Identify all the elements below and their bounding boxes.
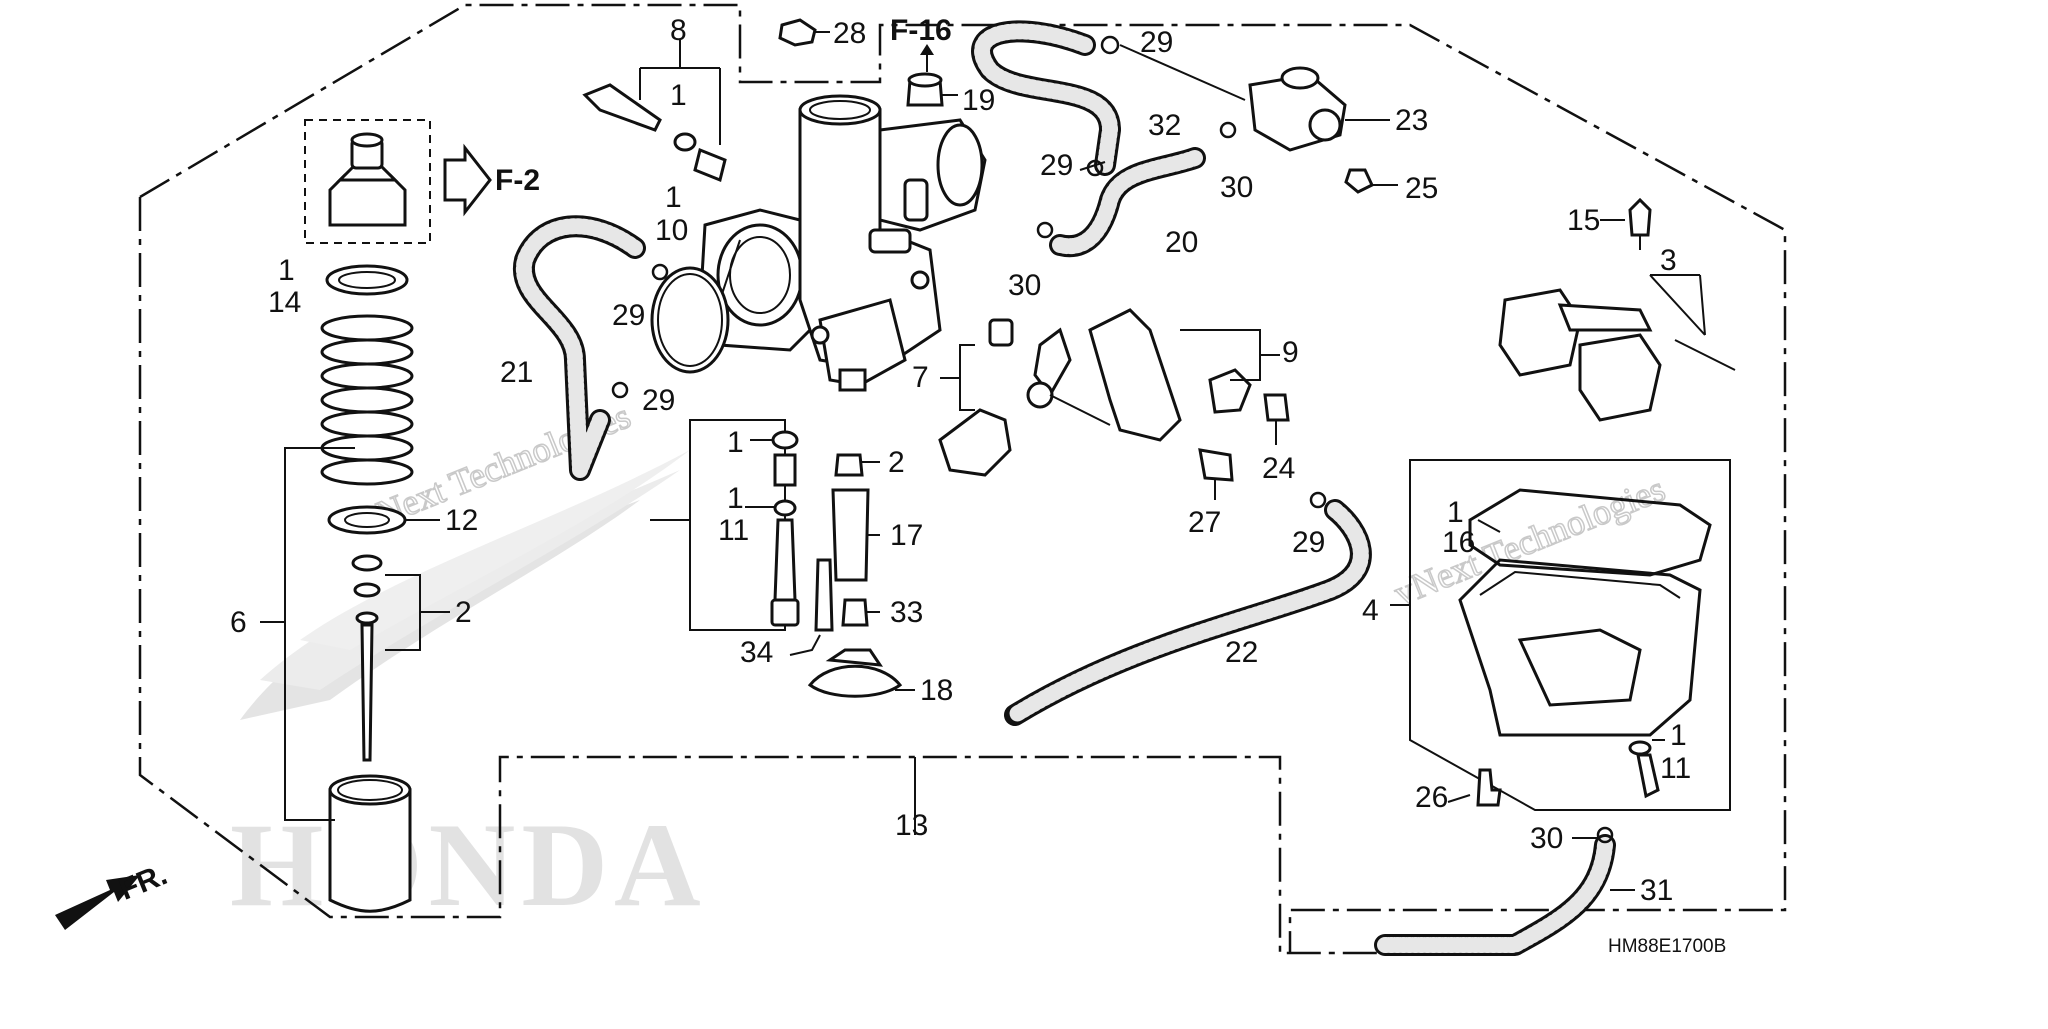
label-12: 12 [445,504,478,537]
label-20: 20 [1165,226,1198,259]
clips [611,35,1614,844]
label-29a: 29 [1140,26,1173,59]
assembly-boundary [138,3,1787,955]
ref-f2[interactable]: F-2 [495,164,540,197]
screw-27 [1198,448,1234,482]
label-34: 34 [740,636,773,669]
direction-label: FR. [115,858,172,907]
screw-25 [1344,168,1374,194]
hose-22 [1004,499,1372,726]
label-1f: 1 [1447,496,1464,529]
label-1c: 1 [665,181,682,214]
label-2b: 2 [455,596,472,629]
label-1b: 1 [278,254,295,287]
gasket-16 [1468,488,1712,577]
label-31: 31 [1640,874,1673,907]
label-32: 32 [1148,109,1181,142]
label-11b: 11 [1660,752,1691,785]
hose-21 [512,215,646,481]
screw-24 [1263,393,1290,422]
label-28: 28 [833,17,866,50]
hose-20 [1049,147,1206,258]
fuel-valve-23 [1248,66,1347,152]
label-14: 14 [268,286,301,319]
label-1e: 1 [727,482,744,515]
label-10: 10 [655,214,688,247]
label-3: 3 [1660,244,1677,277]
drain-screw-11 [1628,740,1660,799]
label-27: 27 [1188,506,1221,539]
label-1a: 1 [670,79,687,112]
cap-group-box [304,119,431,244]
label-23: 23 [1395,104,1428,137]
main-jet-33 [841,598,869,627]
front-arrow-icon [55,875,140,930]
label-29c: 29 [612,299,645,332]
label-21: 21 [500,356,533,389]
float-valve-15 [1628,197,1652,250]
jet-needle [360,623,374,762]
label-24: 24 [1262,452,1295,485]
label-13: 13 [895,809,928,842]
diagram-code: HM88E1700B [1608,936,1726,957]
bracket-6 [284,447,355,821]
label-30a: 30 [1220,171,1253,204]
label-25: 25 [1405,172,1438,205]
label-29b: 29 [1040,149,1073,182]
label-1g: 1 [1670,719,1687,752]
label-4: 4 [1362,594,1379,627]
bracket-3 [1649,274,1706,336]
carburetor-body [698,94,987,392]
label-2a: 2 [888,446,905,479]
cap-19 [906,72,944,107]
top-cap [328,132,407,227]
spring [320,314,414,486]
ref-f16[interactable]: F-16 [890,14,952,47]
label-29e: 29 [1292,526,1325,559]
honda-logo-watermark: HONDA [230,798,707,931]
screw-26 [1476,768,1502,807]
label-7: 7 [912,361,929,394]
label-22: 22 [1225,636,1258,669]
float-3 [1498,288,1736,422]
label-33: 33 [890,596,923,629]
label-19: 19 [962,84,995,117]
lever-7 [938,318,1072,477]
bowl-group-box [1409,459,1731,811]
pilot-jet-34 [814,558,834,632]
label-6: 6 [230,606,247,639]
arrow-icon [443,143,492,217]
label-9: 9 [1282,336,1299,369]
label-29d: 29 [642,384,675,417]
arrow-up-head [920,44,934,55]
label-16: 16 [1442,526,1475,559]
hose-31 [1374,834,1616,956]
label-15: 15 [1567,204,1600,237]
bracket-8 [639,40,721,145]
callouts: 28 8 1 19 29 32 23 29 30 25 20 30 15 3 1… [230,14,1691,907]
label-17: 17 [890,519,923,552]
hose-32 [971,20,1121,176]
needle-jet-17 [831,453,870,582]
needle-clip [351,554,383,625]
bracket-2b [385,574,450,651]
bracket-7 [940,344,975,411]
label-11a: 11 [718,514,749,547]
float-bowl-4 [1458,558,1702,737]
label-18: 18 [920,674,953,707]
label-30c: 30 [1530,822,1563,855]
label-1d: 1 [727,426,744,459]
label-30b: 30 [1008,269,1041,302]
holder-18 [807,648,903,698]
pilot-screw-8 [582,83,727,183]
label-26: 26 [1415,781,1448,814]
throttle-piston [328,774,412,913]
nut-28 [778,18,817,47]
label-8: 8 [670,14,687,47]
jet-parts-left [770,430,800,627]
